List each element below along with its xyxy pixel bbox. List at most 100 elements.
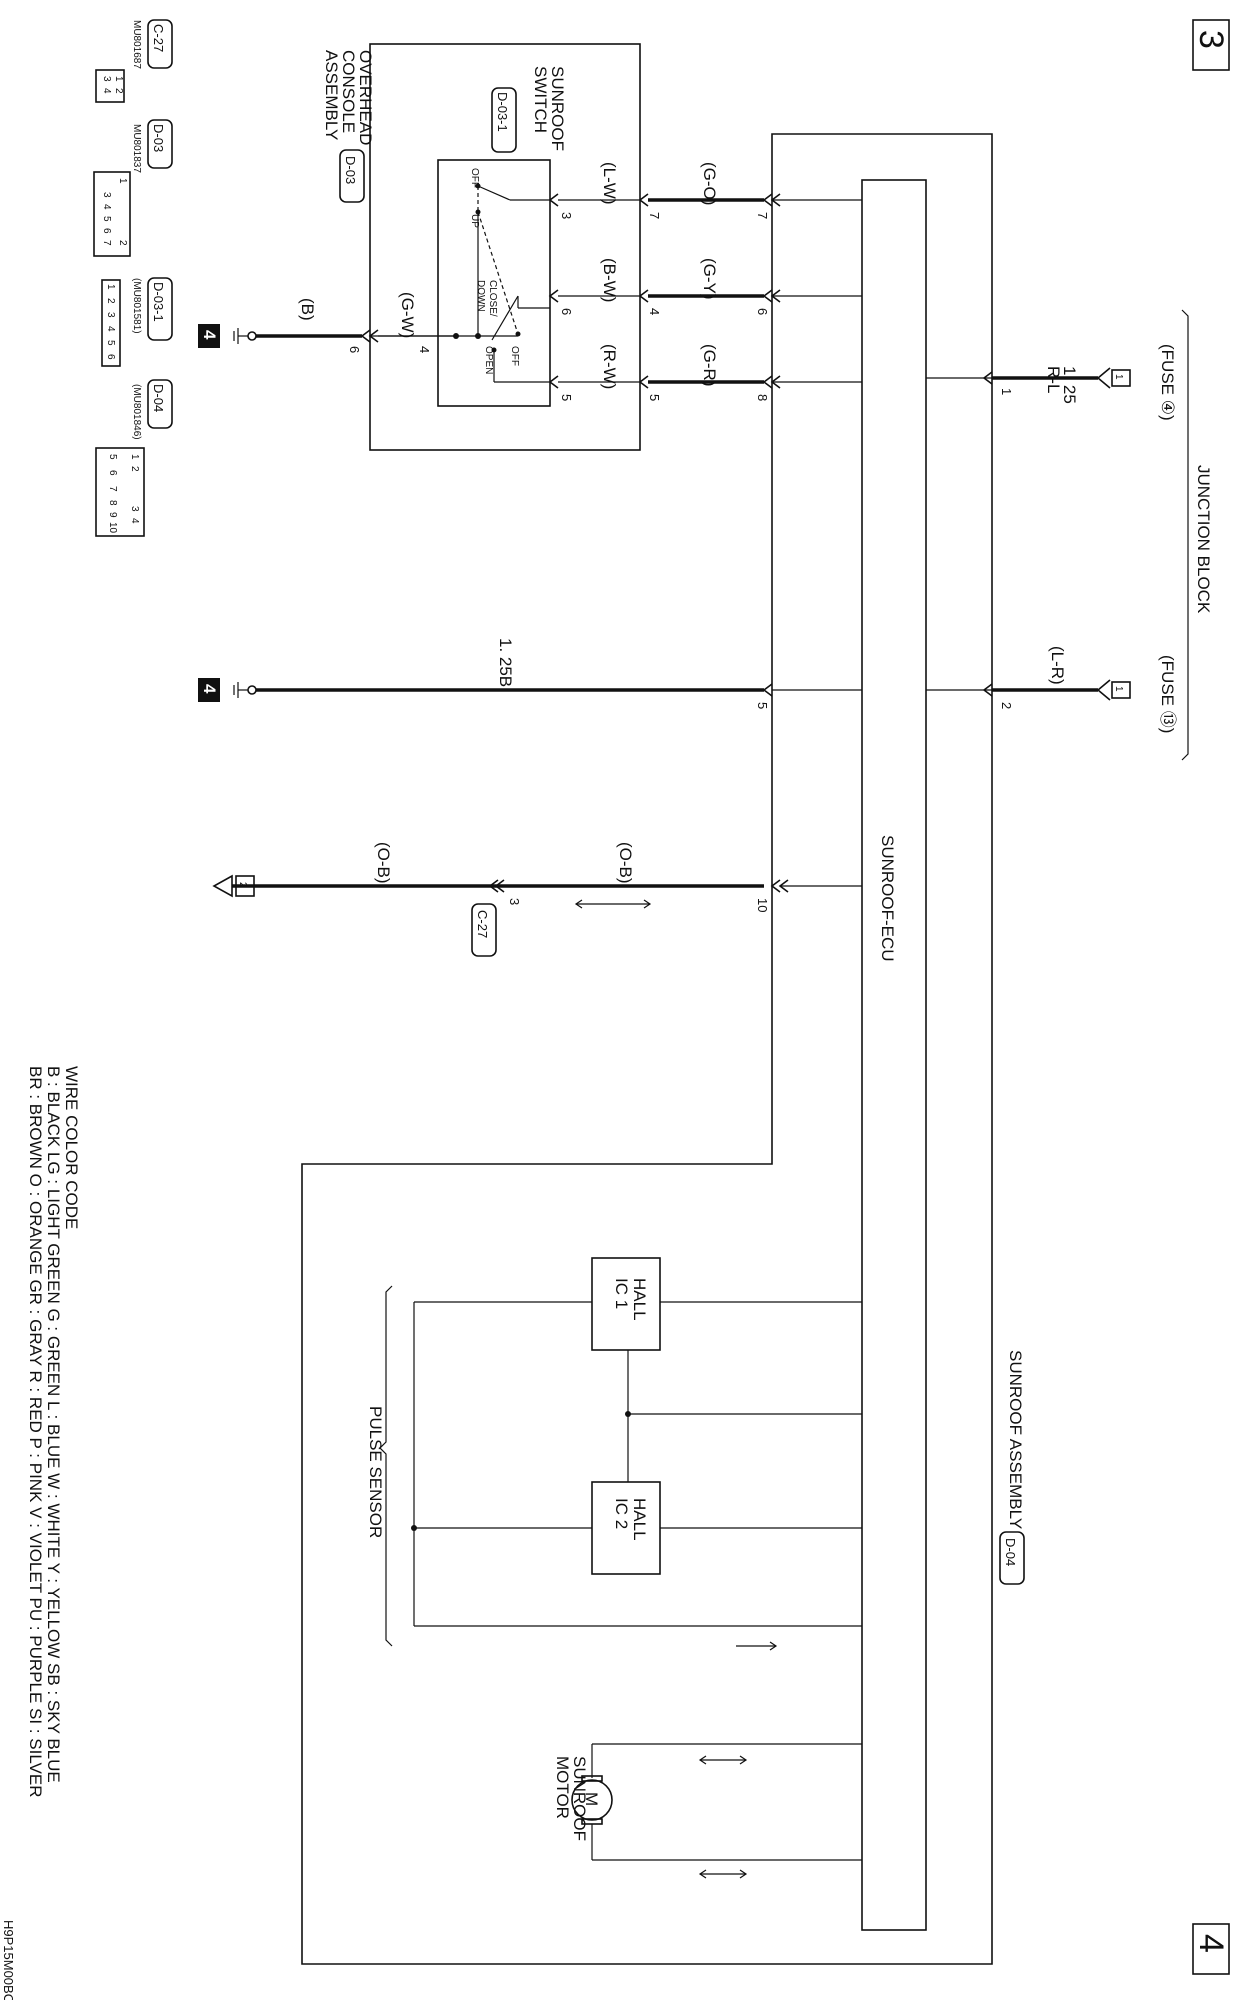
connector-d03-pin-4: 4 [101, 204, 112, 210]
ground-2-terminal [247, 685, 257, 695]
connector-c27-diagram: C-27 MU801687 1 2 3 4 [95, 19, 173, 103]
wire-1-pin-sw: 3 [559, 212, 574, 219]
motor-symbol-label: M [582, 1792, 601, 1806]
connector-d03-pin-5: 5 [101, 216, 112, 222]
connector-d031-name: D-03-1 [151, 282, 166, 322]
fuse-4-arrow [1096, 367, 1111, 389]
wire-fuse-4-color: R-L [1044, 366, 1063, 393]
connector-d04-pin-5: 5 [107, 454, 118, 460]
sunroof-assembly-conn: D-04 [1003, 1538, 1018, 1566]
connector-2-mark: 2 [237, 882, 248, 888]
connector-d04-body [95, 447, 145, 537]
wire-2-pin-ecu: 6 [755, 308, 770, 315]
connector-c27-pin-1: 1 [113, 76, 124, 82]
connector-c27-tag [147, 19, 173, 69]
fuse-4-pin: 1 [1113, 374, 1124, 380]
ground-1-mark-box [198, 324, 220, 348]
page-number-top: 3 [1192, 30, 1230, 49]
hall-ic1-label-a: HALL [630, 1278, 649, 1321]
connector-d03-pin-3: 3 [101, 192, 112, 198]
ob-wire-color-2: (O-B) [374, 842, 393, 884]
wire-4-pin-d03: 6 [347, 346, 362, 353]
connector-d031-code: (MU801581) [131, 278, 142, 334]
switch-junction-1 [475, 333, 481, 339]
ground-1-mark: 4 [200, 330, 219, 340]
arrow-wire-1-ecu [770, 193, 781, 207]
c27-connector-mark [488, 879, 505, 893]
connector-c27-code: MU801687 [131, 20, 142, 69]
wire-2-color: (G-Y) [700, 258, 719, 300]
arrow-wire-4-d03 [368, 329, 379, 343]
overhead-console-conn: D-03 [343, 156, 358, 184]
connector-d03-pin-1: 1 [117, 178, 128, 184]
wire-2-pin-sw: 6 [559, 308, 574, 315]
overhead-console-label-3: ASSEMBLY [322, 50, 341, 140]
arrow-wire-2-sw [548, 289, 559, 303]
connector-c27-pin-4: 4 [101, 88, 112, 94]
sunroof-ecu-label: SUNROOF-ECU [878, 835, 897, 962]
wire-fuse-13-color: (L-R) [1048, 646, 1067, 685]
wire-1-color-2: (L-W) [600, 162, 619, 204]
connector-d04-pin-3: 3 [129, 506, 140, 512]
hall-ic2-label-a: HALL [630, 1498, 649, 1541]
switch-close-down-2: DOWN [475, 280, 486, 312]
page-number-bottom: 4 [1192, 1934, 1230, 1953]
connector-d04-pin-10: 10 [107, 522, 118, 534]
ground-1-terminal [247, 331, 257, 341]
ground-2-mark: 4 [200, 684, 219, 694]
ob-signal-arrow-heads [574, 899, 652, 909]
sunroof-switch-outline [437, 159, 551, 407]
legend-line-2: BR : BROWN O : ORANGE GR : GRAY R : RED … [26, 1066, 45, 1798]
wire-4-pin-sw: 4 [417, 346, 432, 353]
connector-d031-tag [147, 277, 173, 341]
wire-2-color-2: (B-W) [600, 258, 619, 302]
ecu-pin-2: 2 [999, 702, 1014, 709]
sunroof-assembly-outline [301, 133, 993, 1965]
connector-d031-pin-4: 4 [105, 326, 116, 332]
switch-b-blade [491, 295, 519, 341]
connector-d04-pin-1: 1 [129, 454, 140, 460]
connector-d04-pin-7: 7 [107, 486, 118, 492]
arrow-wire-2-d03 [638, 289, 649, 303]
c27-conn-box [471, 903, 497, 957]
hall-ic2-label-b: IC 2 [612, 1498, 631, 1529]
overhead-console-label-1: OVERHEAD [356, 50, 375, 145]
arrow-ob-ecu [778, 879, 789, 893]
overhead-console-outline [369, 43, 641, 451]
fuse-13-arrow [1096, 679, 1111, 701]
connector-d03-code: MU801837 [131, 124, 142, 173]
fuse-13-label: (FUSE ⑬) [1158, 655, 1177, 733]
connector-d03-diagram: D-03 MU801837 1 2 3 4 5 6 7 [93, 119, 173, 257]
hall-ic1-box [591, 1257, 661, 1351]
ground-2-mark-box [198, 678, 220, 702]
arrow-fuse-4-ecu [982, 371, 993, 385]
wire-1-pin-d03: 7 [647, 212, 662, 219]
arrow-ob-ecu-b [770, 879, 781, 893]
motor-symbol-circle [571, 1779, 613, 1821]
overhead-console-label-2: CONSOLE [339, 50, 358, 133]
sunroof-switch-conn: D-03-1 [495, 92, 510, 132]
fuse-13-pin-box [1111, 681, 1131, 699]
fuse-13-pin: 1 [1113, 686, 1124, 692]
arrow-fuse-13-ecu [982, 683, 993, 697]
wire-3-color-2: (R-W) [600, 344, 619, 389]
hall-ic1-label-b: IC 1 [612, 1278, 631, 1309]
connector-d04-pin-8: 8 [107, 500, 118, 506]
connector-d031-pin-6: 6 [105, 354, 116, 360]
motor-label-2: MOTOR [553, 1756, 572, 1819]
overhead-console-conn-box [339, 149, 365, 203]
arrow-ground-wire-ecu [762, 683, 773, 697]
connector-d031-pin-1: 1 [105, 284, 116, 290]
arrow-wire-2-ecu [770, 289, 781, 303]
ob-wire-color: (O-B) [616, 842, 635, 884]
connector-d04-tag [147, 379, 173, 429]
arrow-wire-3-ecu [770, 375, 781, 389]
connector-2-box [235, 875, 255, 897]
connector-c27-pin-3: 3 [101, 76, 112, 82]
motor-label-1: SUNROOF [570, 1756, 589, 1841]
sunroof-assembly-conn-box [999, 1531, 1025, 1585]
wire-1-pin-ecu: 7 [755, 212, 770, 219]
page-number-box-top [1192, 19, 1230, 71]
